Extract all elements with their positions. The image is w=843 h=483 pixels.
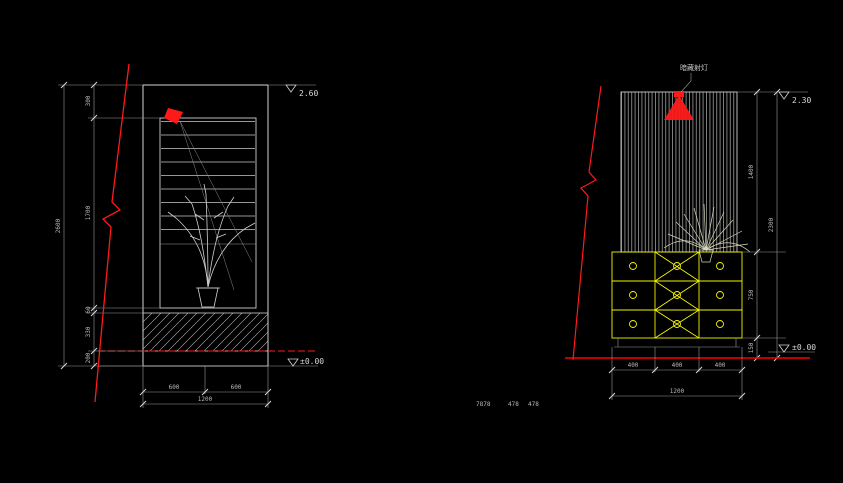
spotlight-right [664,92,694,120]
dim-text: 2300 [768,217,775,232]
break-line-right [572,85,602,361]
spotlight-icon [164,108,183,124]
spotlight-label: 暗藏射灯 [680,63,708,72]
louver-panel [159,117,257,309]
spotlight-icon [674,92,684,97]
dim-text: 400 [715,362,726,369]
dim-text: 1400 [748,164,755,179]
dim-text: 200 [85,352,92,363]
stray-texts: 7878 478 478 [476,401,539,408]
plant-left [167,183,256,308]
dim-text: 2600 [55,218,62,233]
right-bottom-dimensions: 400 400 400 1200 [608,347,746,400]
level-triangle-icon [778,344,790,353]
base-hatch-band [98,312,316,352]
dim-text: 1200 [670,388,685,395]
break-line-left [94,63,130,403]
stray-text: 478 [508,401,519,408]
level-top-value: 2.30 [792,96,811,105]
right-elevation: 暗藏射灯 2.30 [565,63,816,400]
plant-right [663,203,751,263]
dim-text: 300 [85,95,92,106]
level-marker-top-left: 2.60 [268,84,318,98]
dim-text: 600 [169,384,180,391]
dim-text: 330 [85,326,92,337]
stray-text: 478 [528,401,539,408]
dim-text: 1200 [198,396,213,403]
spotlight-left [164,108,253,291]
dim-text: 750 [748,289,755,300]
stray-text: 7878 [476,401,491,408]
dim-text: 600 [231,384,242,391]
light-beam [664,95,694,120]
level-triangle-icon [778,91,790,100]
dim-text: 1700 [85,205,92,220]
dim-text: 400 [628,362,639,369]
left-bottom-dimensions: 600 600 1200 [139,366,272,408]
level-triangle-icon [287,358,299,367]
left-dimensions: 300 1700 60 330 200 2600 [55,81,160,370]
level-marker-bottom-right: ±0.00 [768,343,816,353]
cabinet-base [614,338,740,348]
level-top-value: 2.60 [299,89,318,98]
level-bottom-value: ±0.00 [792,343,816,352]
dim-text: 60 [85,306,92,314]
cabinet [611,251,743,339]
dim-text: 150 [748,342,755,353]
level-triangle-icon [285,84,297,93]
left-elevation: 2.60 [55,63,324,408]
spotlight-callout: 暗藏射灯 [680,63,708,93]
level-bottom-value: ±0.00 [300,357,324,366]
dim-text: 400 [672,362,683,369]
